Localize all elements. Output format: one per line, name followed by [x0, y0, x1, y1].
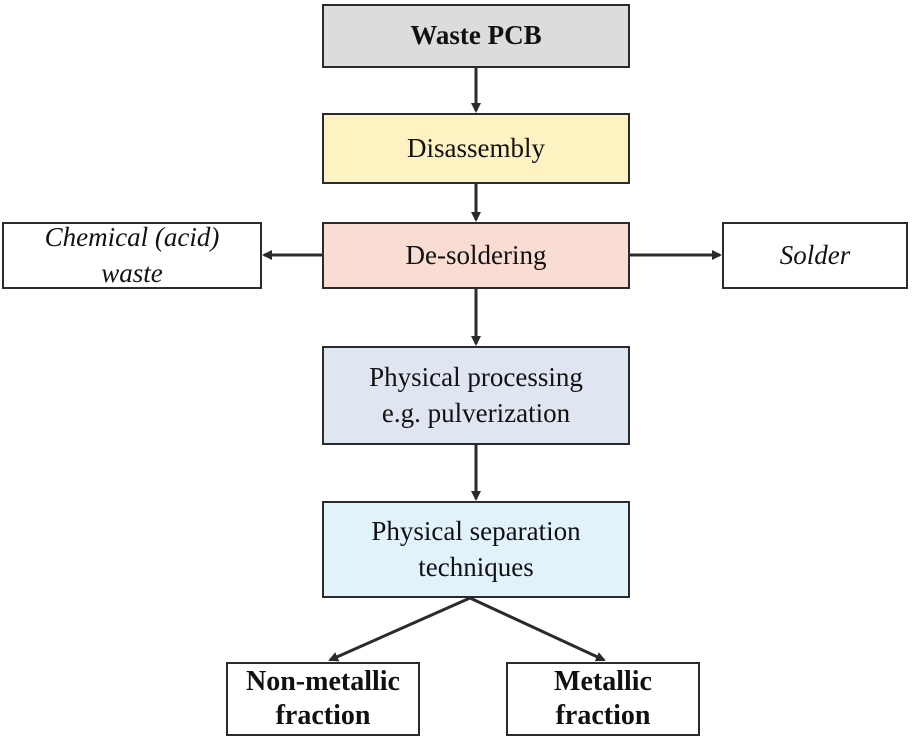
node-physical-processing-line2: e.g. pulverization [381, 397, 571, 428]
node-physical-separation: Physical separation techniques [322, 501, 630, 598]
node-non-metallic-line1: Non-metallic [246, 665, 400, 697]
node-non-metallic-fraction: Non-metallic fraction [226, 662, 420, 736]
node-physical-separation-line2: techniques [418, 551, 534, 582]
node-waste-pcb-label: Waste PCB [410, 20, 542, 51]
node-chemical-waste-text: Chemical (acid) waste [45, 220, 220, 290]
node-chemical-waste-line2: waste [101, 257, 163, 288]
arrow-physical-separation-to-metallic [469, 596, 606, 662]
node-solder: Solder [722, 222, 908, 289]
node-chemical-waste: Chemical (acid) waste [2, 222, 262, 289]
node-physical-processing: Physical processing e.g. pulverization [322, 346, 630, 445]
node-physical-separation-line1: Physical separation [371, 516, 581, 547]
arrow-physical-separation-to-non-metallic [328, 596, 471, 662]
node-metallic-line2: fraction [555, 700, 651, 731]
node-non-metallic-line2: fraction [275, 700, 371, 731]
node-metallic-fraction: Metallic fraction [506, 662, 700, 736]
node-non-metallic-text: Non-metallic fraction [246, 665, 400, 733]
node-physical-separation-text: Physical separation techniques [371, 514, 580, 584]
node-chemical-waste-line1: Chemical (acid) [44, 222, 220, 253]
node-desoldering-label: De-soldering [405, 239, 547, 270]
node-physical-processing-line1: Physical processing [369, 362, 583, 393]
node-waste-pcb: Waste PCB [322, 4, 630, 68]
node-physical-processing-text: Physical processing e.g. pulverization [369, 360, 583, 430]
node-desoldering: De-soldering [322, 222, 630, 289]
node-metallic-line1: Metallic [554, 665, 652, 697]
node-metallic-text: Metallic fraction [554, 665, 652, 733]
node-disassembly: Disassembly [322, 113, 630, 184]
node-solder-label: Solder [779, 239, 851, 270]
node-disassembly-label: Disassembly [407, 132, 545, 163]
